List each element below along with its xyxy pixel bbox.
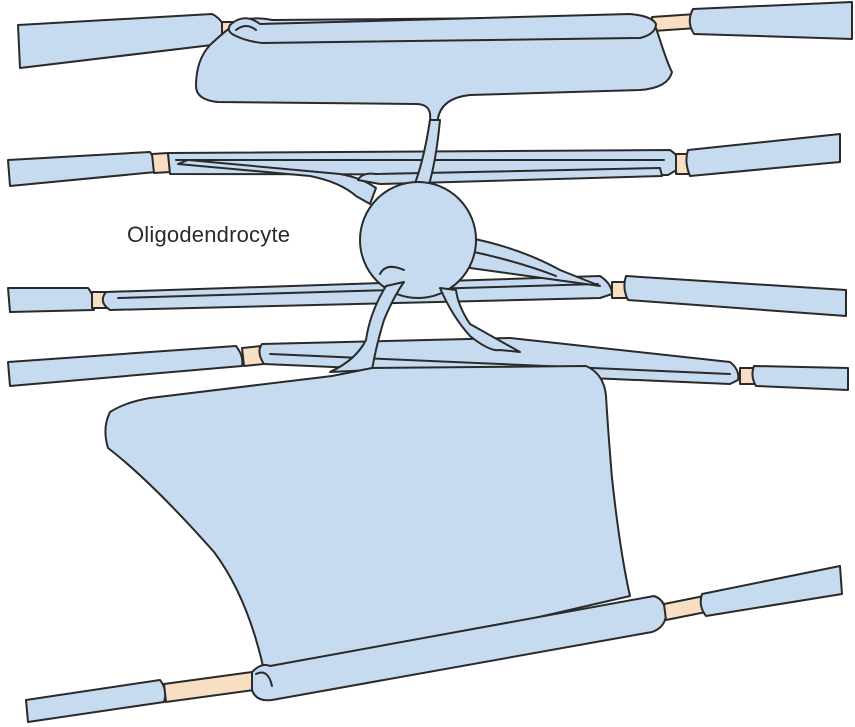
axon-3-segment-left	[7, 287, 96, 313]
axon-3-inner-line	[117, 283, 599, 299]
myelin-sheet-top-inner-edge	[235, 25, 257, 31]
axon-3-process-wedge	[469, 237, 601, 287]
axon-2-process-to-cell	[177, 159, 377, 205]
axon-4-internode-sheath	[258, 337, 740, 385]
axon-2-process-to-cell-right	[357, 167, 663, 185]
axon-1-segment-right	[688, 1, 853, 40]
myelin-sheet-bottom-roll-edge	[255, 671, 273, 687]
axon-2-segment-left	[7, 151, 158, 187]
axon-4-segment-right	[751, 365, 849, 391]
oligodendrocyte-process-upper	[413, 119, 441, 189]
axon-3-internode-sheath	[101, 275, 613, 311]
axon-1-segment-left	[17, 13, 225, 69]
myelin-sheet-bottom-body	[104, 365, 631, 681]
axon-4-inner-line	[269, 353, 731, 375]
node-of-ranvier	[163, 671, 255, 703]
axon-2-segment-right	[685, 133, 841, 177]
axon-4	[7, 337, 849, 391]
axon-5-segment-right	[699, 565, 843, 617]
axon-3-segment-right	[623, 275, 847, 317]
axon-2	[7, 133, 841, 205]
myelin-sheet-bottom	[104, 365, 631, 681]
myelin-sheet-top	[195, 13, 673, 187]
axon-5	[25, 565, 843, 723]
axon-4-segment-left	[7, 345, 244, 387]
node-of-ranvier	[663, 595, 707, 621]
myelin-sheet-top-roll	[227, 13, 657, 44]
axon-1	[17, 1, 853, 69]
oligodendrocyte-inner-curl	[379, 265, 405, 275]
oligodendrocyte-cell-body	[359, 181, 477, 299]
oligodendrocyte-process-lower-right	[439, 287, 521, 353]
oligodendrocyte-label: Oligodendrocyte	[127, 222, 291, 247]
axon-5-segment-left	[25, 679, 167, 723]
axon-3	[7, 237, 847, 317]
axon-3-process-wedge-inner	[473, 251, 557, 277]
